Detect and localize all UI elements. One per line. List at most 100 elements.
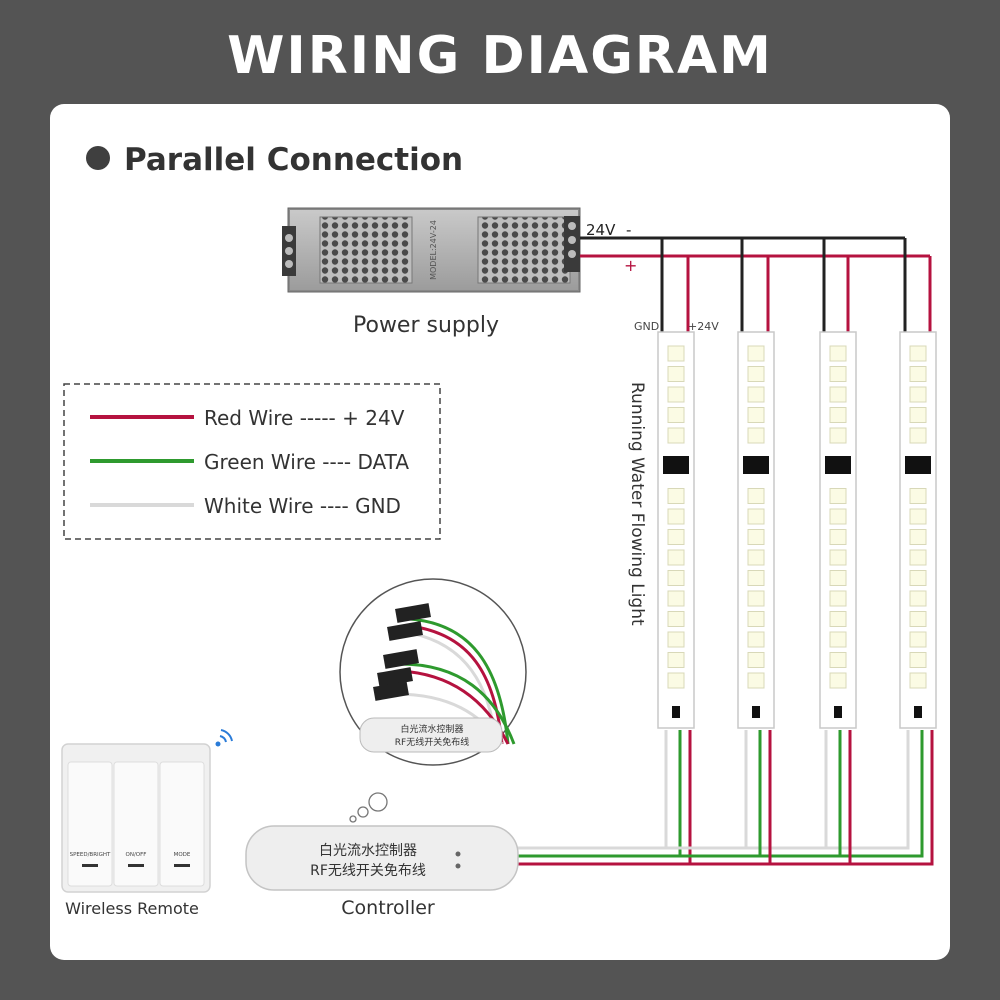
power-supply-label: Power supply <box>353 313 499 338</box>
driver-chip <box>825 456 851 474</box>
led-chip <box>829 652 847 668</box>
led-chip <box>747 488 765 504</box>
red-wire <box>516 730 692 866</box>
led-strip <box>657 331 695 729</box>
led-chip <box>909 427 927 444</box>
remote-button-onoff: ON/OFF <box>126 852 147 858</box>
led-strip <box>737 331 775 729</box>
power-supply: MODEL:24V-24 <box>282 207 581 293</box>
led-chip <box>909 386 927 403</box>
led-chip <box>667 570 685 586</box>
page-title: WIRING DIAGRAM <box>227 26 773 86</box>
led-chip <box>747 427 765 444</box>
controller-wires <box>516 730 934 866</box>
led-chip <box>829 570 847 586</box>
led-chip <box>667 549 685 566</box>
led-chip <box>747 652 765 668</box>
led-chip <box>909 549 927 566</box>
led-chip <box>667 407 685 423</box>
led-chip <box>829 427 847 444</box>
led-chip <box>829 672 847 689</box>
led-chip <box>829 345 847 362</box>
bullet-icon <box>86 146 110 170</box>
led-chip <box>747 407 765 423</box>
led-chip <box>829 611 847 627</box>
led-chip <box>909 508 927 525</box>
wireless-remote: SPEED/BRIGHT ON/OFF MODE <box>61 743 211 893</box>
strip-connector-pad <box>752 706 760 718</box>
green-wire <box>516 730 682 858</box>
led-chip <box>909 631 927 648</box>
legend-item-white: White Wire ---- GND <box>204 494 401 518</box>
led-chip <box>829 529 847 545</box>
wifi-signal-icon <box>215 729 233 747</box>
led-chip <box>909 529 927 545</box>
zoom-controller-text-1: 白光流水控制器 <box>400 723 463 735</box>
led-chip <box>829 508 847 525</box>
led-chip <box>829 590 847 607</box>
legend-item-red: Red Wire ----- + 24V <box>204 406 405 430</box>
led-chip <box>829 366 847 382</box>
led-chip <box>909 672 927 689</box>
strip-connector-pad <box>834 706 842 718</box>
led-chip <box>747 631 765 648</box>
led-chip <box>667 427 685 444</box>
led-chip <box>667 529 685 545</box>
gnd-label: GND <box>634 320 659 333</box>
remote-button-speed: SPEED/BRIGHT <box>70 852 111 858</box>
led-chip <box>667 345 685 362</box>
led-strips <box>657 331 937 729</box>
led-chip <box>747 549 765 566</box>
led-strip <box>899 331 937 729</box>
led-chip <box>747 570 765 586</box>
led-chip <box>909 570 927 586</box>
led-chip <box>667 590 685 607</box>
led-chip <box>909 488 927 504</box>
led-chip <box>667 386 685 403</box>
v24-label: +24V <box>688 320 719 333</box>
led-chip <box>909 345 927 362</box>
led-strip <box>819 331 857 729</box>
wiring-diagram: Parallel Connection MODEL:24V-24 Power s… <box>61 142 937 919</box>
controller-label: Controller <box>341 897 435 919</box>
section-heading: Parallel Connection <box>124 142 463 178</box>
led-chip <box>909 611 927 627</box>
legend-item-green: Green Wire ---- DATA <box>204 450 409 474</box>
plus-label: + <box>624 256 637 275</box>
led-chip <box>667 611 685 627</box>
vent-grille <box>319 216 413 284</box>
led-chip <box>747 366 765 382</box>
led-chip <box>667 652 685 668</box>
driver-chip <box>663 456 689 474</box>
driver-chip <box>743 456 769 474</box>
led-chip <box>667 672 685 689</box>
led-chip <box>909 366 927 382</box>
connector-zoom: 白光流水控制器 RF无线开关免布线 <box>339 578 527 766</box>
diagram-card: Parallel Connection MODEL:24V-24 Power s… <box>50 104 950 960</box>
strip-connector-pad <box>914 706 922 718</box>
led-chip <box>747 386 765 403</box>
remote-label: Wireless Remote <box>65 899 199 918</box>
led-chip <box>747 345 765 362</box>
wire-legend: Red Wire ----- + 24V Green Wire ---- DAT… <box>63 383 441 540</box>
driver-chip <box>905 456 931 474</box>
power-wires <box>580 236 932 332</box>
led-chip <box>747 529 765 545</box>
minus-label: - <box>626 221 631 239</box>
led-chip <box>747 508 765 525</box>
controller-text-2: RF无线开关免布线 <box>310 863 426 879</box>
led-chip <box>829 407 847 423</box>
led-chip <box>667 366 685 382</box>
strip-name: Running Water Flowing Light <box>627 382 647 626</box>
controller-text-1: 白光流水控制器 <box>319 843 417 859</box>
bubble-icon <box>368 792 388 812</box>
led-chip <box>667 508 685 525</box>
controller-device: 白光流水控制器 RF无线开关免布线 <box>245 825 519 891</box>
led-chip <box>829 549 847 566</box>
vent-grille <box>477 216 571 284</box>
led-chip <box>747 672 765 689</box>
white-wire <box>516 730 668 850</box>
led-chip <box>667 488 685 504</box>
voltage-label: 24V <box>586 221 616 239</box>
led-chip <box>829 631 847 648</box>
